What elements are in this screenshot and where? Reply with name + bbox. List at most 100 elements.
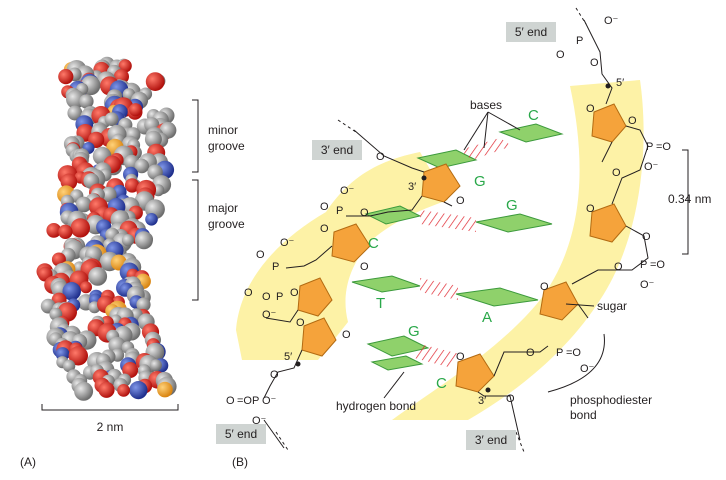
atom-o-minus: O⁻ <box>340 185 355 197</box>
atom-o-minus: O⁻ <box>604 15 619 27</box>
five-prime-end-top-tag: 5′ end <box>506 22 556 42</box>
atom-o: O <box>506 393 515 405</box>
rise-bracket <box>682 149 689 255</box>
atom-o: O <box>540 281 549 293</box>
atom-o-minus: O⁻ <box>262 395 277 407</box>
base-plate <box>351 275 421 293</box>
atom-o: O <box>270 369 279 381</box>
atom-o: O <box>456 351 465 363</box>
atom-eq-o: =O <box>237 395 252 407</box>
panel-a-label: (A) <box>20 455 36 469</box>
five-prime-end-bottom-tag: 5′ end <box>216 424 266 444</box>
atom-sphere <box>70 218 91 238</box>
base-plate <box>370 355 424 371</box>
phosphate-atoms: O⁻ P O O O O P =O O⁻ O O O O P =O O⁻ O O… <box>226 15 671 427</box>
sugar-right-mid <box>589 203 627 243</box>
sugar-left-lower <box>297 277 333 317</box>
atom-sphere <box>136 297 151 312</box>
width-scale-bar <box>41 404 179 411</box>
phosphodiester-label-2: bond <box>570 408 597 422</box>
sugar-right-bottom <box>455 353 495 393</box>
tag-background <box>506 22 556 42</box>
atom-p: P <box>576 35 583 47</box>
tag-text: 3′ end <box>321 143 353 157</box>
space-filling-dna-model <box>36 56 177 401</box>
atom-sphere <box>58 69 74 85</box>
atom-o: O <box>244 287 253 299</box>
base-letter-c: C <box>436 375 447 392</box>
base-letter-t: T <box>376 295 385 312</box>
major-groove-label-1: major <box>208 201 238 215</box>
base-plate <box>475 213 553 233</box>
hydrogen-bond <box>414 344 460 368</box>
hydrogen-bond <box>420 278 458 300</box>
atom-o-minus: O⁻ <box>262 309 277 321</box>
atom-sphere <box>101 186 117 203</box>
atom-sphere <box>62 359 76 373</box>
right-backbone-ribbon <box>392 80 644 420</box>
atom-sphere <box>121 234 135 247</box>
sugar-ring <box>591 103 627 143</box>
strand-continuation-dashes <box>275 7 587 453</box>
atom-sphere <box>75 196 92 213</box>
atom-o: O <box>320 201 329 213</box>
base-letter-g: G <box>506 197 518 214</box>
atom-o: O <box>360 261 369 273</box>
sugar-right-top <box>591 103 627 143</box>
carbon-5-dot <box>605 83 611 89</box>
atom-eq-o: =O <box>566 347 581 359</box>
atom-o-minus: O⁻ <box>580 363 595 375</box>
base-pair-g-c-bottom <box>366 335 460 371</box>
tag-text: 5′ end <box>515 25 547 39</box>
base-letter-g: G <box>474 173 486 190</box>
atom-o: O <box>628 115 637 127</box>
atom-sphere <box>145 213 158 226</box>
atom-o: O <box>226 395 235 407</box>
tag-background <box>312 140 362 160</box>
sugar-ring <box>421 163 461 203</box>
atom-p: P <box>252 395 259 407</box>
base-letter-a: A <box>482 309 492 326</box>
sugar-left-bottom <box>301 317 337 357</box>
atom-o: O <box>290 287 299 299</box>
sugar-ring <box>301 317 337 357</box>
sugar-ring <box>455 353 495 393</box>
atom-o: O <box>612 167 621 179</box>
minor-groove-bracket <box>192 99 199 173</box>
atom-o: O <box>262 291 271 303</box>
atom-sphere <box>134 158 150 174</box>
phosphodiester-label-1: phosphodiester <box>570 393 652 407</box>
atom-sphere <box>129 381 148 400</box>
atom-o: O <box>556 49 565 61</box>
atom-o: O <box>614 261 623 273</box>
prime-3-upper: 3′ <box>408 181 416 193</box>
bases-leader-lines <box>463 111 521 151</box>
base-pair-c-g-second <box>364 205 553 233</box>
atom-o: O <box>320 223 329 235</box>
atom-sphere <box>46 223 62 238</box>
sugar-ring <box>297 277 333 317</box>
atom-sphere <box>80 281 92 294</box>
phosphodiester-bracket <box>547 333 605 393</box>
atom-sphere <box>124 178 140 193</box>
atom-sphere <box>144 130 162 148</box>
atom-sphere <box>104 112 119 126</box>
sugar-ring <box>589 203 627 243</box>
major-groove-bracket <box>192 179 199 301</box>
atom-sphere <box>88 267 108 286</box>
atom-p: P <box>646 141 653 153</box>
carbon-3-dot <box>421 175 427 181</box>
atom-o: O <box>256 249 265 261</box>
sugar-left-mid <box>331 223 371 263</box>
three-prime-end-bottom-tag: 3′ end <box>466 430 516 450</box>
hydrogen-bond <box>420 210 476 232</box>
three-prime-end-left-tag: 3′ end <box>312 140 362 160</box>
sugar-ring <box>331 223 371 263</box>
atom-p: P <box>272 261 279 273</box>
atom-sphere <box>129 103 143 117</box>
atom-o: O <box>342 329 351 341</box>
atom-o-minus: O⁻ <box>644 161 659 173</box>
sugar-label: sugar <box>597 299 627 313</box>
tag-background <box>216 424 266 444</box>
